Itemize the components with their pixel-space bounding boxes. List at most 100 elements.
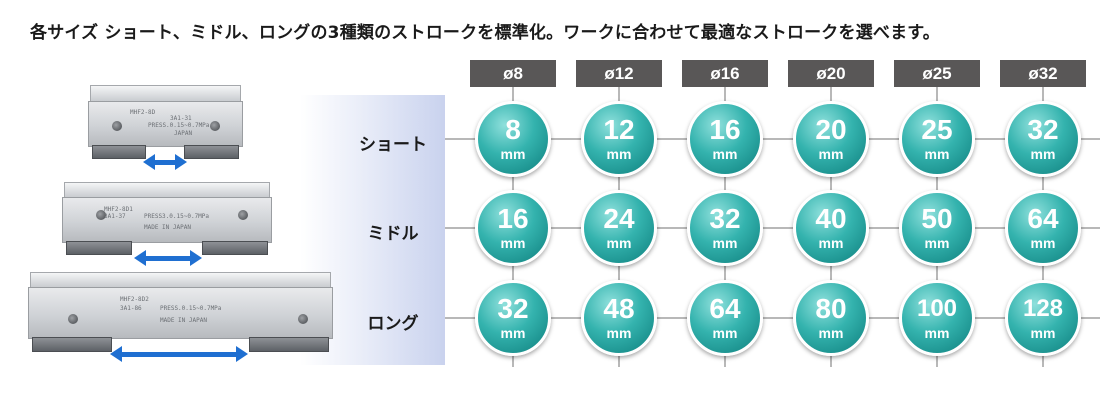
gripper-model: MHF2-8D1 bbox=[104, 206, 133, 213]
stroke-unit: mm bbox=[606, 235, 632, 251]
screw-icon bbox=[238, 210, 248, 220]
stroke-value: 80 bbox=[815, 293, 847, 324]
screw-icon bbox=[96, 210, 106, 220]
stroke-arrow-right-icon bbox=[175, 154, 187, 170]
col-header-16: ø16 bbox=[682, 60, 768, 87]
stroke-unit: mm bbox=[924, 146, 950, 162]
stroke-unit: mm bbox=[924, 325, 950, 341]
gripper-press: PRESS.0.15~0.7MPa bbox=[160, 305, 222, 312]
gripper-model: MHF2-8D2 bbox=[120, 296, 149, 303]
stroke-arrow-left-icon bbox=[134, 250, 146, 266]
stroke-arrow-right-icon bbox=[190, 250, 202, 266]
stroke-arrow-left-icon bbox=[143, 154, 155, 170]
stroke-value: 64 bbox=[709, 293, 741, 324]
grid-horizontal-2 bbox=[445, 227, 1100, 229]
gripper-code: 3A1-86 bbox=[120, 305, 142, 312]
screw-icon bbox=[298, 314, 308, 324]
col-header-20: ø20 bbox=[788, 60, 874, 87]
stroke-value: 50 bbox=[921, 203, 953, 234]
stroke-unit: mm bbox=[924, 235, 950, 251]
stroke-unit: mm bbox=[606, 146, 632, 162]
stroke-value: 16 bbox=[709, 114, 741, 145]
stroke-unit: mm bbox=[818, 146, 844, 162]
gripper-press: PRESS3.0.15~0.7MPa bbox=[144, 213, 210, 220]
gripper-jaw-right bbox=[184, 145, 239, 159]
stroke-bubble: 100 mm bbox=[899, 280, 975, 356]
stroke-unit: mm bbox=[712, 235, 738, 251]
stroke-unit: mm bbox=[1030, 235, 1056, 251]
stroke-value: 24 bbox=[603, 203, 635, 234]
col-header-12: ø12 bbox=[576, 60, 662, 87]
grid-horizontal-1 bbox=[445, 138, 1100, 140]
stroke-value: 32 bbox=[1027, 114, 1059, 145]
stroke-unit: mm bbox=[606, 325, 632, 341]
gripper-made: MADE IN JAPAN bbox=[160, 317, 207, 324]
stroke-value: 40 bbox=[815, 203, 847, 234]
stroke-arrow-line bbox=[145, 256, 191, 261]
screw-icon bbox=[210, 121, 220, 131]
gripper-jaw-left bbox=[32, 337, 112, 352]
stroke-unit: mm bbox=[712, 325, 738, 341]
gripper-top-lip bbox=[90, 85, 241, 102]
stroke-unit: mm bbox=[818, 325, 844, 341]
col-header-8: ø8 bbox=[470, 60, 556, 87]
grid-horizontal-3 bbox=[445, 317, 1100, 319]
gripper-model: MHF2-8D bbox=[130, 109, 156, 116]
stroke-value: 128 bbox=[1022, 295, 1064, 322]
stroke-unit: mm bbox=[818, 235, 844, 251]
stroke-unit: mm bbox=[712, 146, 738, 162]
gripper-code: 3A1-37 bbox=[104, 213, 126, 220]
headline: 各サイズ ショート、ミドル、ロングの3種類のストロークを標準化。ワークに合わせて… bbox=[30, 23, 940, 43]
stroke-arrow-right-icon bbox=[236, 346, 248, 362]
stroke-arrow-line bbox=[154, 160, 176, 165]
stroke-unit: mm bbox=[500, 146, 526, 162]
stroke-unit: mm bbox=[1030, 325, 1056, 341]
stroke-value: 20 bbox=[815, 114, 847, 145]
stroke-arrow-line bbox=[121, 352, 237, 357]
stroke-unit: mm bbox=[500, 235, 526, 251]
gripper-short: MHF2-8D 3A1-31 PRESS.0.15~0.7MPa JAPAN bbox=[88, 85, 243, 177]
gripper-jaw-right bbox=[202, 241, 268, 255]
stroke-bubble: 128 mm bbox=[1005, 280, 1081, 356]
gripper-jaw-left bbox=[92, 145, 146, 159]
row-label-long: ロング bbox=[367, 314, 419, 334]
gripper-code: 3A1-31 bbox=[170, 115, 192, 122]
gripper-body bbox=[28, 287, 333, 339]
col-header-32: ø32 bbox=[1000, 60, 1086, 87]
row-label-middle: ミドル bbox=[367, 224, 419, 244]
stroke-value: 12 bbox=[603, 114, 635, 145]
gripper-long: MHF2-8D2 3A1-86 PRESS.0.15~0.7MPa MADE I… bbox=[28, 272, 333, 368]
gripper-jaw-right bbox=[249, 337, 329, 352]
gripper-top-lip bbox=[30, 272, 331, 288]
row-band-short bbox=[300, 95, 445, 185]
stroke-unit: mm bbox=[1030, 146, 1056, 162]
stroke-value: 100 bbox=[916, 295, 958, 322]
gripper-jaw-left bbox=[66, 241, 132, 255]
row-band-middle bbox=[300, 185, 445, 275]
stroke-value: 8 bbox=[505, 114, 521, 145]
stroke-arrow-left-icon bbox=[110, 346, 122, 362]
stroke-value: 32 bbox=[709, 203, 741, 234]
gripper-top-lip bbox=[64, 182, 270, 198]
stroke-value: 48 bbox=[603, 293, 635, 324]
stroke-unit: mm bbox=[500, 325, 526, 341]
gripper-made: MADE IN JAPAN bbox=[144, 224, 191, 231]
stroke-value: 32 bbox=[497, 293, 529, 324]
screw-icon bbox=[112, 121, 122, 131]
stroke-value: 16 bbox=[497, 203, 529, 234]
